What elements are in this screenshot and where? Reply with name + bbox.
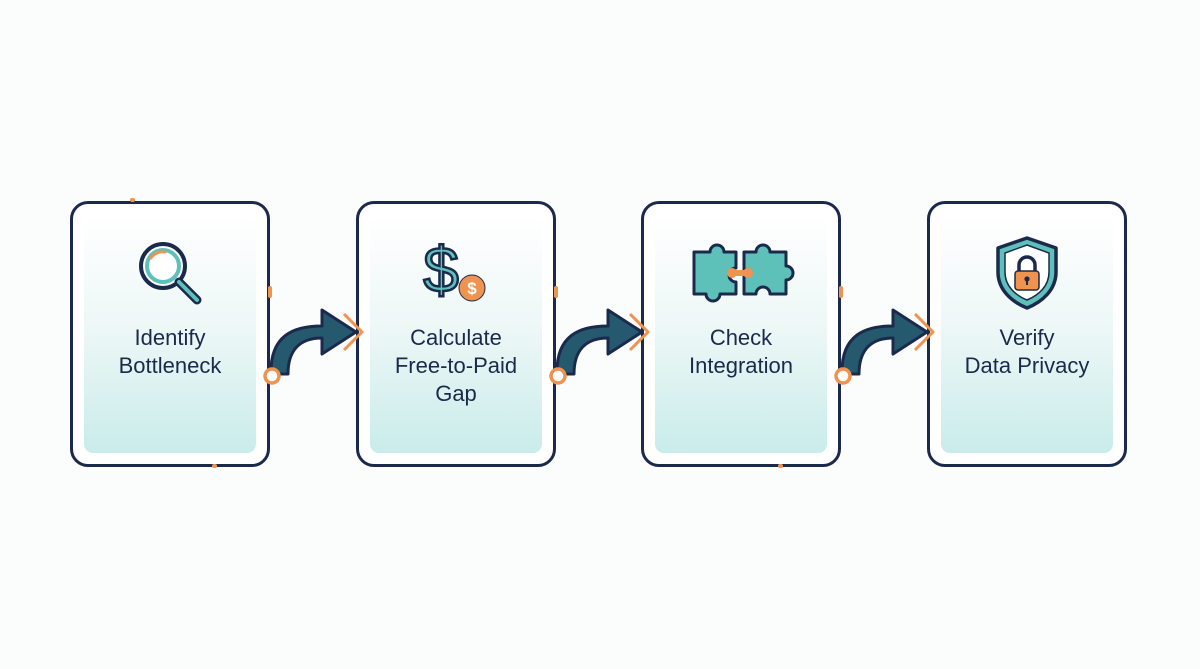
magnifier-icon xyxy=(73,234,267,314)
step-card-panel xyxy=(655,215,827,453)
step-card-identify-bottleneck: Identify Bottleneck xyxy=(70,201,270,467)
decor-tick xyxy=(268,286,272,298)
decor-tick xyxy=(130,198,135,202)
step-card-panel xyxy=(370,215,542,453)
dollar-coin-icon: $ $ xyxy=(359,234,553,314)
decor-tick xyxy=(839,286,843,298)
decor-tick xyxy=(212,464,217,468)
step-card-calculate-gap: $ $ Calculate Free-to-Paid Gap xyxy=(356,201,556,467)
step-card-verify-privacy: Verify Data Privacy xyxy=(927,201,1127,467)
flow-arrow-2 xyxy=(549,308,650,385)
flow-arrow-1 xyxy=(263,308,364,385)
svg-text:$: $ xyxy=(423,234,459,306)
step-card-check-integration: Check Integration xyxy=(641,201,841,467)
step-label: Verify Data Privacy xyxy=(964,325,1090,378)
step-label: Calculate Free-to-Paid Gap xyxy=(394,325,518,406)
flow-arrow-3 xyxy=(834,308,935,385)
decor-tick xyxy=(554,286,558,298)
step-label: Identify Bottleneck xyxy=(118,325,222,378)
decor-tick xyxy=(778,464,783,468)
shield-lock-icon xyxy=(930,234,1124,314)
step-label: Check Integration xyxy=(689,325,793,378)
svg-text:$: $ xyxy=(467,279,477,298)
puzzle-icon xyxy=(644,234,838,314)
